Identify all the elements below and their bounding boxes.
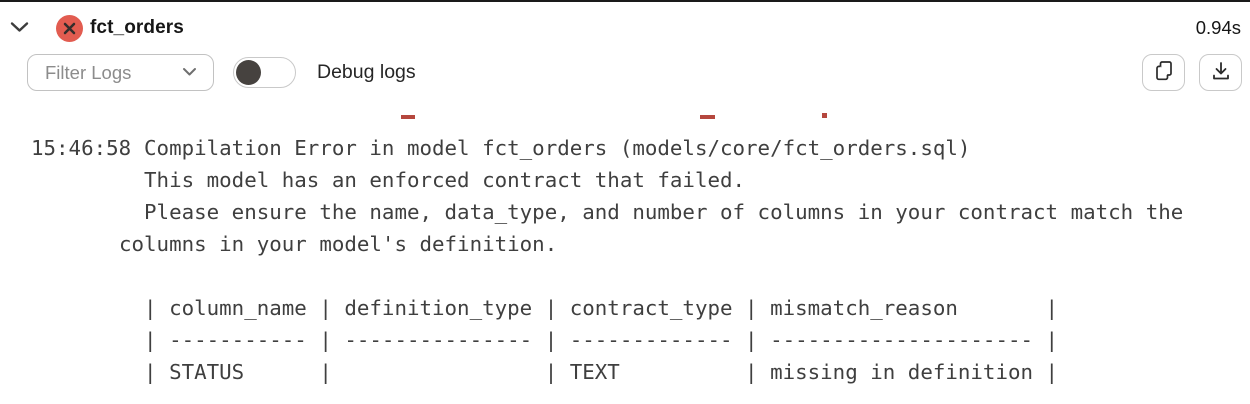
log-timestamp: 15:46:58 [31, 136, 132, 160]
error-circle-x-icon [56, 14, 83, 42]
log-line: columns in your model's definition. [119, 232, 558, 256]
filter-logs-label: Filter Logs [45, 61, 132, 83]
download-logs-button[interactable] [1199, 54, 1242, 91]
log-line: | column_name | definition_type | contra… [119, 296, 1059, 320]
compilation-error-message: Compilation Error in model fct_orders (m… [119, 132, 1250, 388]
title-row: fct_orders 0.94s [0, 4, 1250, 52]
chevron-down-icon [10, 21, 29, 36]
model-title: fct_orders [90, 17, 184, 38]
download-icon [1210, 60, 1232, 85]
log-output-area[interactable]: 15:46:58 Compilation Error in model fct_… [0, 102, 1250, 404]
log-line: Compilation Error in model fct_orders (m… [119, 136, 971, 160]
clipped-red-text-fragment [401, 115, 415, 119]
copy-icon [1153, 60, 1175, 85]
debug-logs-label: Debug logs [317, 61, 416, 83]
collapse-button[interactable] [2, 11, 36, 45]
toggle-knob [236, 60, 261, 85]
log-line: Please ensure the name, data_type, and n… [119, 200, 1184, 224]
run-duration: 0.94s [1195, 17, 1241, 38]
chevron-down-icon [182, 64, 197, 82]
log-line: | STATUS | | TEXT | missing in definitio… [119, 360, 1059, 384]
filter-logs-dropdown[interactable]: Filter Logs [27, 54, 214, 91]
log-line [119, 260, 1250, 292]
clipped-red-text-fragment [822, 113, 827, 118]
clipped-red-text-fragment [700, 115, 715, 119]
log-toolbar: Filter Logs Debug logs [0, 54, 1250, 91]
debug-logs-toggle[interactable] [233, 57, 296, 88]
log-line: This model has an enforced contract that… [119, 168, 746, 192]
log-line: | ----------- | --------------- | ------… [119, 328, 1059, 352]
log-entry: 15:46:58 Compilation Error in model fct_… [0, 132, 1250, 388]
copy-logs-button[interactable] [1142, 54, 1185, 91]
